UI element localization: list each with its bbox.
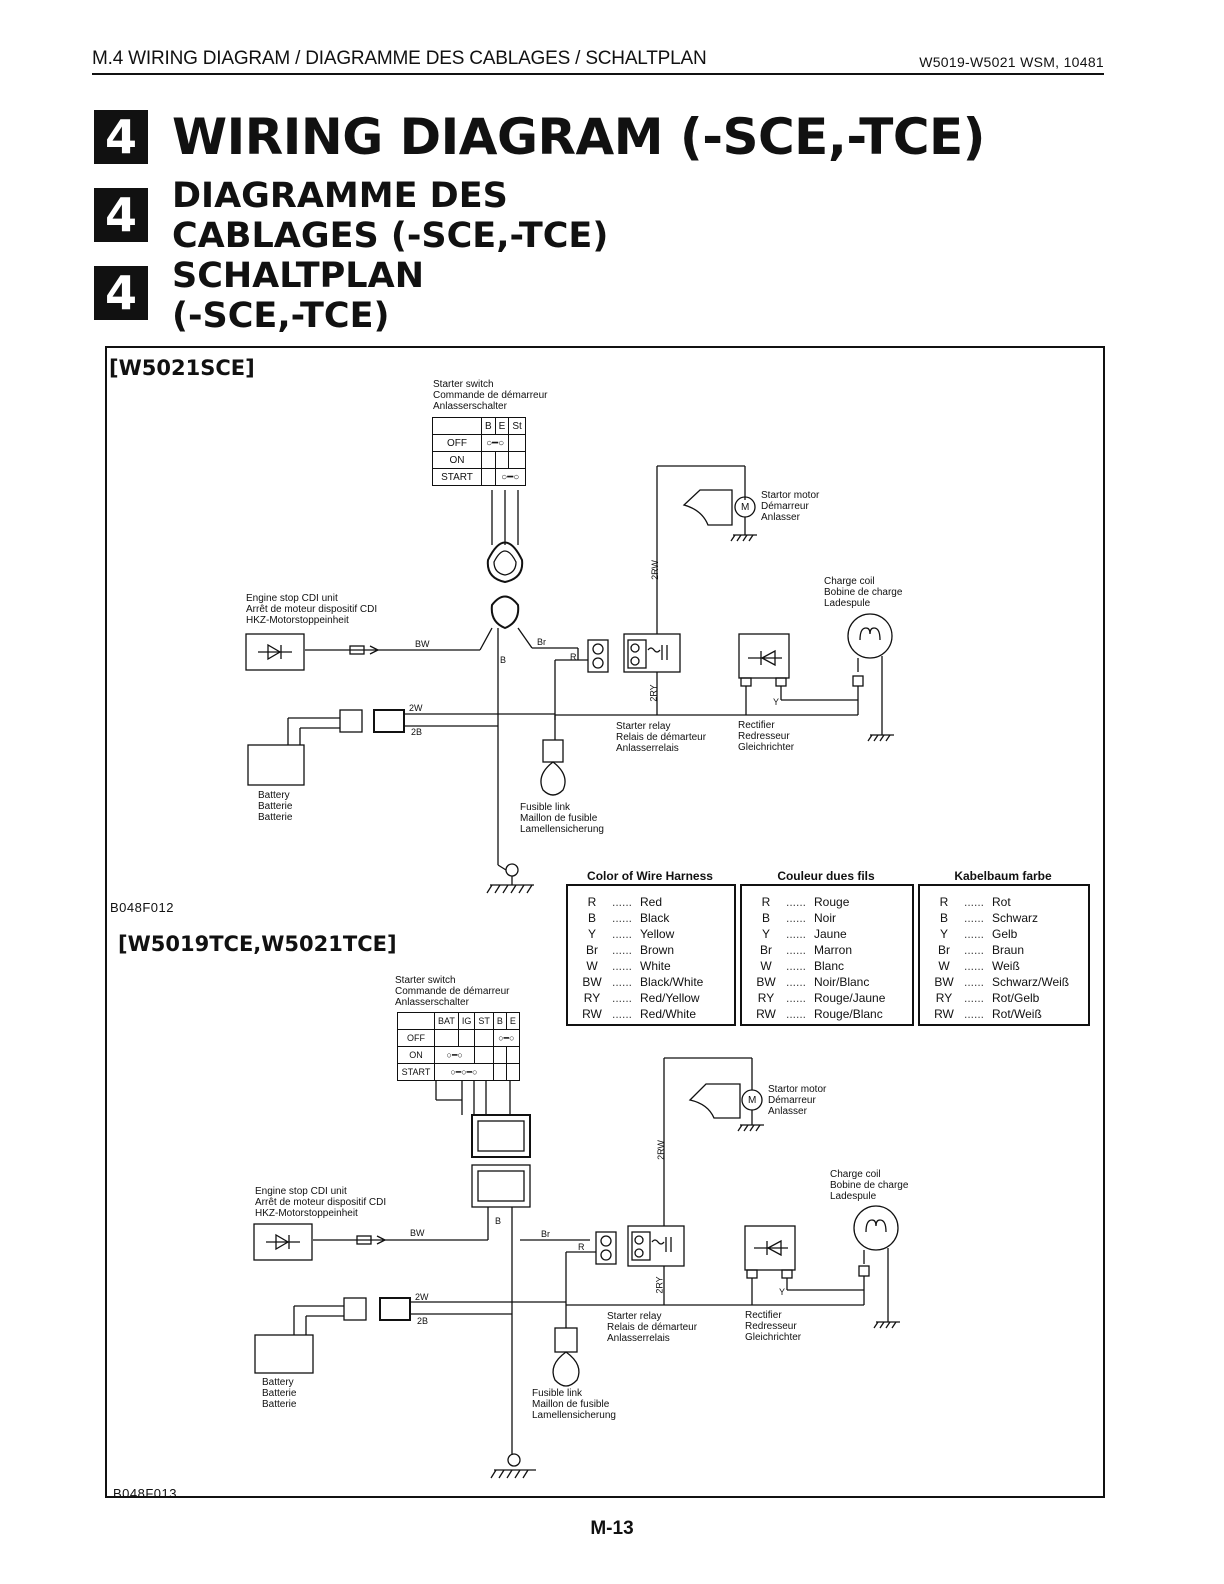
legend-en-title: Color of Wire Harness bbox=[587, 869, 713, 883]
title-en: WIRING DIAGRAM (-SCE,-TCE) bbox=[172, 108, 986, 166]
diagram1-figure-id: B048F012 bbox=[110, 900, 174, 915]
legend-fr-title: Couleur dues fils bbox=[777, 869, 875, 883]
diagram1-wire-br: Br bbox=[537, 637, 546, 647]
diagram2-wire-y: Y bbox=[779, 1287, 786, 1297]
legend-fr-row: RW......Rouge/Blanc bbox=[756, 1007, 883, 1021]
diagram1-model-label: [W5021SCE] bbox=[109, 356, 255, 380]
legend-en-row: Y......Yellow bbox=[587, 927, 675, 941]
legend-fr-row: R......Rouge bbox=[761, 895, 850, 909]
diagram2-wire-b: B bbox=[495, 1216, 502, 1226]
legend-en-row: B......Black bbox=[587, 911, 670, 925]
legend-fr-row: BW......Noir/Blanc bbox=[756, 975, 870, 989]
title-fr-line1: DIAGRAMME DES bbox=[172, 176, 508, 216]
legend-de-row: R......Rot bbox=[939, 895, 1011, 909]
diagram2-figure-id: B048F013 bbox=[113, 1486, 177, 1501]
diagram2-wire-2rw: 2RW bbox=[655, 1140, 666, 1160]
diagram1-motor-symbol: M bbox=[741, 502, 750, 513]
header-rule bbox=[92, 73, 1104, 75]
legend-de-box: R......Rot B......Schwarz Y......Gelb Br… bbox=[918, 884, 1090, 1026]
title-de-line1: SCHALTPLAN bbox=[172, 256, 424, 296]
title-fr-line2: CABLAGES (-SCE,-TCE) bbox=[172, 216, 609, 256]
legend-de-row: BW......Schwarz/Weiß bbox=[934, 975, 1070, 989]
legend-fr-row: Br......Marron bbox=[760, 943, 853, 957]
diagram1-wire-r: R bbox=[570, 652, 577, 662]
diagram1-wire-y: Y bbox=[773, 697, 780, 707]
legend-de-row: Br......Braun bbox=[938, 943, 1025, 957]
legend-en-row: RY......Red/Yellow bbox=[583, 991, 700, 1005]
diagram2-wire-r: R bbox=[578, 1242, 585, 1252]
diagram1-wire-2b: 2B bbox=[411, 727, 423, 737]
legend-en-row: BW......Black/White bbox=[582, 975, 704, 989]
diagram1-wire-2w: 2W bbox=[409, 703, 423, 713]
diagram1-wire-bw: BW bbox=[415, 639, 430, 649]
legend-en-row: RW......Red/White bbox=[582, 1007, 697, 1021]
section-number-badge-fr: 4 bbox=[94, 188, 148, 242]
legend-de-row: Y......Gelb bbox=[939, 927, 1018, 941]
diagram2-wire-2w: 2W bbox=[415, 1292, 429, 1302]
diagram2-wire-br: Br bbox=[541, 1229, 550, 1239]
diagram1-wires bbox=[245, 465, 894, 894]
legend-de-row: W......Weiß bbox=[938, 959, 1020, 973]
legend-de-row: B......Schwarz bbox=[939, 911, 1039, 925]
legend-de-row: RW......Rot/Weiß bbox=[934, 1007, 1042, 1021]
legend-de-row: RY......Rot/Gelb bbox=[935, 991, 1040, 1005]
title-fr: DIAGRAMME DES CABLAGES (-SCE,-TCE) bbox=[172, 176, 608, 256]
header-model-ref: W5019-W5021 WSM, 10481 bbox=[919, 54, 1104, 70]
legend-de-title: Kabelbaum farbe bbox=[954, 869, 1052, 883]
legend-en-row: R......Red bbox=[587, 895, 663, 909]
legend-fr-row: RY......Rouge/Jaune bbox=[757, 991, 886, 1005]
diagram1-wire-2ry: 2RY bbox=[648, 684, 659, 702]
legend-en-box: R......Red B......Black Y......Yellow Br… bbox=[566, 884, 736, 1026]
legend-fr-row: Y......Jaune bbox=[761, 927, 847, 941]
section-number-badge-de: 4 bbox=[94, 266, 148, 320]
legend-en-row: Br......Brown bbox=[586, 943, 675, 957]
header-section-title: M.4 WIRING DIAGRAM / DIAGRAMME DES CABLA… bbox=[92, 48, 707, 69]
diagram1-wire-b: B bbox=[500, 655, 507, 665]
section-number-badge-en: 4 bbox=[94, 110, 148, 164]
legend-fr-box: R......Rouge B......Noir Y......Jaune Br… bbox=[740, 884, 914, 1026]
diagram2-model-label: [W5019TCE,W5021TCE] bbox=[118, 932, 397, 956]
legend-fr-row: W......Blanc bbox=[760, 959, 845, 973]
legend-en-row: W......White bbox=[586, 959, 671, 973]
diagram2-wire-bw: BW bbox=[410, 1228, 425, 1238]
title-de-line2: (-SCE,-TCE) bbox=[172, 296, 390, 336]
diagram2-wires bbox=[253, 1057, 900, 1479]
diagram2-wire-2b: 2B bbox=[417, 1316, 429, 1326]
diagram2-wire-2ry: 2RY bbox=[654, 1276, 665, 1294]
diagram1-wire-2rw: 2RW bbox=[649, 560, 660, 580]
diagram2-motor-symbol: M bbox=[748, 1095, 757, 1106]
legend-fr-row: B......Noir bbox=[761, 911, 837, 925]
title-de: SCHALTPLAN (-SCE,-TCE) bbox=[172, 256, 424, 336]
page-number: M-13 bbox=[590, 1518, 634, 1539]
diagram-frame bbox=[105, 346, 1105, 1498]
